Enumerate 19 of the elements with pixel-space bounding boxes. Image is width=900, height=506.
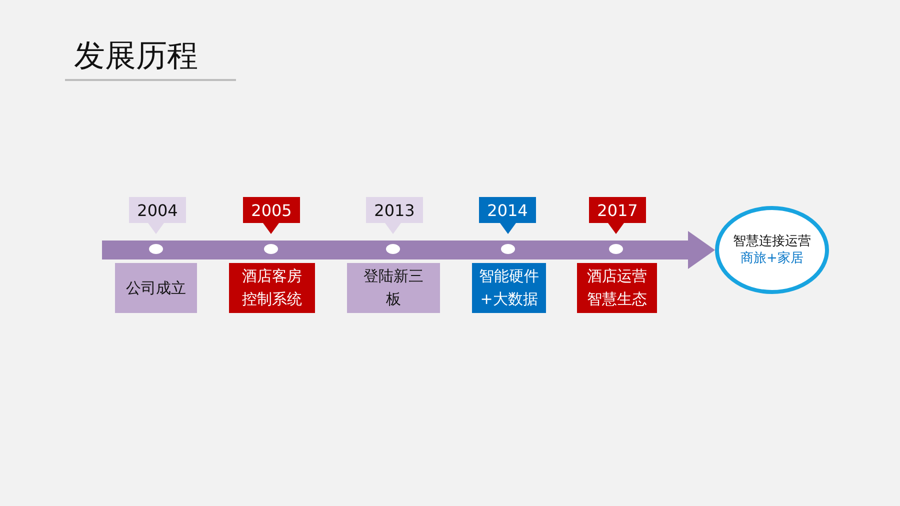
milestone-text: 公司成立 [126, 278, 186, 298]
milestone-text: 登陆新三板 [362, 266, 424, 310]
goal-subtitle: 商旅+家居 [740, 250, 804, 267]
year-label: 2005 [251, 200, 292, 220]
milestone-box [472, 263, 546, 313]
milestone-box [347, 263, 440, 313]
milestone-text: 智能硬件+大数据 [478, 266, 540, 310]
milestone-text: 酒店运营智慧生态 [586, 266, 648, 310]
year-label: 2014 [487, 200, 528, 220]
timeline-arrow [102, 231, 715, 269]
page-title: 发展历程 [74, 37, 198, 76]
goal-title: 智慧连接运营 [733, 233, 811, 250]
milestone-box [115, 263, 197, 313]
year-label: 2004 [137, 200, 178, 220]
year-label: 2013 [374, 200, 415, 220]
milestone-text: 酒店客房控制系统 [241, 266, 303, 310]
year-label: 2017 [597, 200, 638, 220]
milestone-box [577, 263, 657, 313]
milestone-box [229, 263, 315, 313]
